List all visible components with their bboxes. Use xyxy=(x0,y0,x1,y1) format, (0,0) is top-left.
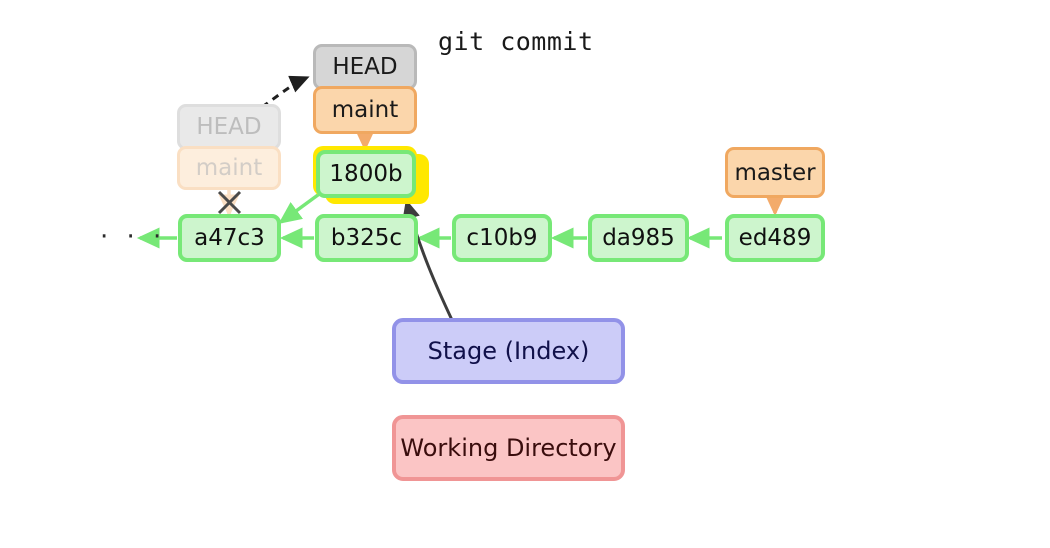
commit-node-a47c3[interactable]: a47c3 xyxy=(178,214,281,262)
ref-branch-master[interactable]: master xyxy=(725,147,825,198)
commit-node-c10b9[interactable]: c10b9 xyxy=(452,214,552,262)
ref-head-current[interactable]: HEAD xyxy=(313,44,417,90)
commit-node-b325c[interactable]: b325c xyxy=(315,214,418,262)
diagram-title: git commit xyxy=(438,27,594,56)
commit-node-1800b[interactable]: 1800b xyxy=(316,150,416,198)
commit-node-ed489[interactable]: ed489 xyxy=(725,214,825,262)
cross-out-mark xyxy=(217,190,242,215)
arrow-head-moved-dashed xyxy=(261,75,310,109)
working-directory-box[interactable]: Working Directory xyxy=(392,415,625,481)
history-ellipsis: · · · xyxy=(100,222,167,252)
ref-branch-maint[interactable]: maint xyxy=(313,86,417,134)
commit-node-da985[interactable]: da985 xyxy=(588,214,689,262)
ref-head-previous: HEAD xyxy=(177,104,281,150)
stage-index-box[interactable]: Stage (Index) xyxy=(392,318,625,384)
ref-branch-previous: maint xyxy=(177,146,281,190)
